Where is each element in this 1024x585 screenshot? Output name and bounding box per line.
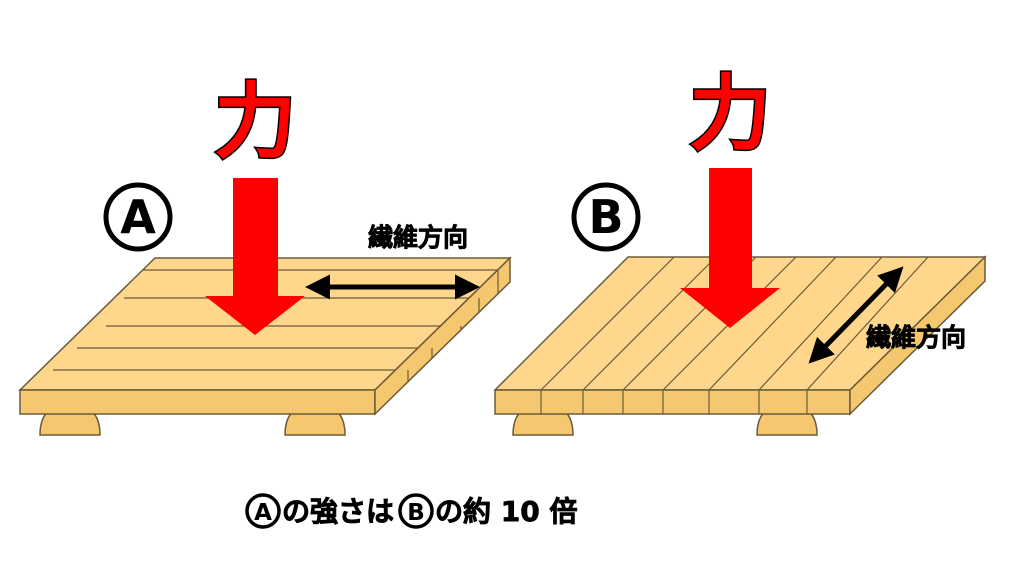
grain-arrow-b — [808, 266, 904, 364]
caption-circle-b — [398, 493, 434, 529]
force-arrow-a — [205, 178, 305, 335]
circled-letter-a-ring — [103, 182, 173, 252]
circled-letter-b: B — [588, 190, 623, 244]
panel-a: 繊維方向 A 力 — [18, 74, 512, 436]
caption-circle-a — [245, 493, 281, 529]
circled-letter-a: A — [120, 190, 156, 244]
force-label-a: 力 — [214, 75, 296, 170]
grain-label-a: 繊維方向 — [368, 223, 468, 252]
caption-text-2: の約 10 倍 — [435, 495, 577, 528]
grain-label-b: 繊維方向 — [866, 323, 966, 352]
caption: A の強さは B の約 10 倍 — [245, 493, 578, 529]
force-label-b: 力 — [689, 67, 771, 162]
force-arrow-b — [680, 168, 780, 328]
board-front-a — [19, 389, 376, 415]
panel-b: 繊維方向 B 力 — [493, 66, 987, 436]
board-front-b — [494, 389, 851, 415]
caption-letter-b: B — [407, 500, 425, 526]
caption-text-1: の強さは — [282, 495, 394, 528]
caption-letter-a: A — [254, 500, 272, 526]
circled-letter-b-ring — [571, 182, 641, 252]
